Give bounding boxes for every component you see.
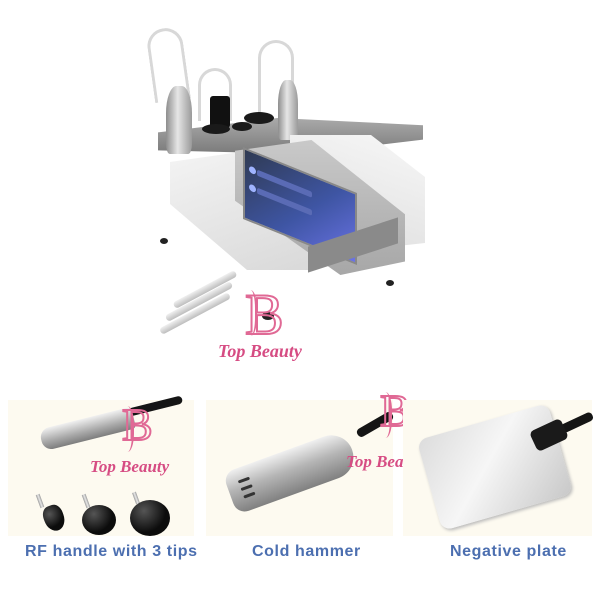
device-foot: [160, 238, 168, 244]
caption-negative-plate: Negative plate: [450, 543, 567, 560]
brand-logo-text: Top Beauty: [218, 341, 302, 361]
vent-slot: [240, 484, 253, 492]
rf-tip-large: [130, 500, 170, 536]
cold-hammer-handpiece: [166, 86, 192, 154]
rf-tip-medium: [82, 505, 116, 535]
tip-holder-3: [244, 112, 274, 124]
main-device-image: [130, 0, 450, 340]
caption-cold-hammer: Cold hammer: [252, 543, 361, 560]
connector-leads: [150, 269, 240, 335]
watermark-logo-text: Top Beauty: [90, 457, 170, 476]
handle-cable-middle: [198, 68, 232, 121]
watermark-logo-mark: B: [121, 401, 162, 452]
brand-logo-mark: B: [244, 285, 285, 345]
vent-slot: [237, 476, 251, 484]
connector-plug: [210, 96, 230, 128]
device-foot: [262, 312, 274, 320]
caption-rf-handle: RF handle with 3 tips: [25, 543, 198, 560]
tip-holder-2: [232, 122, 252, 131]
rf-handpiece: [278, 80, 298, 140]
device-foot: [386, 280, 394, 286]
screen-icon-2: [249, 183, 256, 194]
face-profile-icon: [241, 290, 257, 336]
face-profile-icon: [376, 392, 392, 438]
vent-slot: [243, 491, 256, 499]
face-profile-icon: [118, 406, 134, 452]
screen-icon-1: [249, 165, 256, 176]
tip-holder-1: [202, 124, 230, 134]
